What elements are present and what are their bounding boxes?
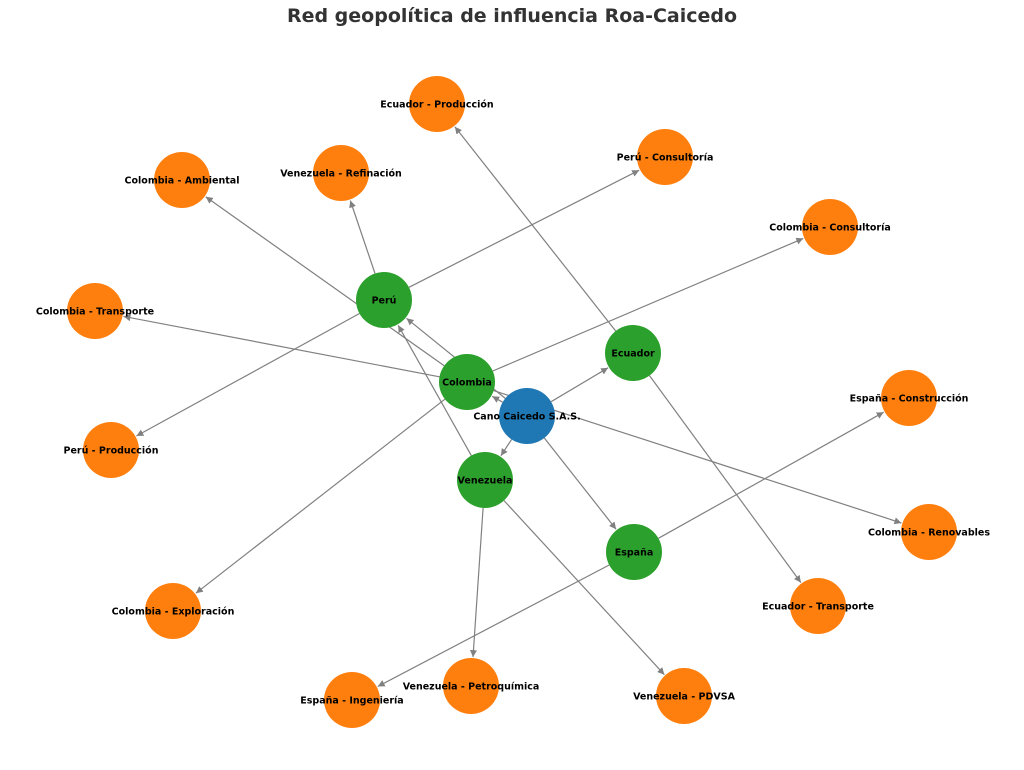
node-circle-ve_pdvsa xyxy=(656,668,712,724)
node-label-ec_prod: Ecuador - Producción xyxy=(380,100,494,111)
nodes-layer: Cano Caicedo S.A.S.PerúColombiaEcuadorVe… xyxy=(36,76,990,728)
node-ec_trans: Ecuador - Transporte xyxy=(762,578,874,634)
node-pe_prod: Perú - Producción xyxy=(64,422,159,478)
node-circle-ve_petro xyxy=(443,658,499,714)
node-label-ec_trans: Ecuador - Transporte xyxy=(762,602,874,613)
node-circle-peru xyxy=(356,272,412,328)
edge-cano-to-espana xyxy=(543,437,617,530)
edge-venezuela-to-ve_petro xyxy=(469,507,484,658)
node-label-es_const: España - Construcción xyxy=(850,394,969,405)
node-co_expl: Colombia - Exploración xyxy=(112,583,235,639)
node-circle-ve_ref xyxy=(313,145,369,201)
edge-peru-to-pe_cons xyxy=(408,169,640,288)
node-co_cons: Colombia - Consultoría xyxy=(769,199,891,255)
node-circle-co_cons xyxy=(802,199,858,255)
node-circle-es_const xyxy=(881,370,937,426)
node-label-ecuador: Ecuador xyxy=(611,349,655,360)
node-circle-colombia xyxy=(439,354,495,410)
node-peru: Perú xyxy=(356,272,412,328)
edge-ecuador-to-ec_prod xyxy=(454,126,617,332)
node-label-espana: España xyxy=(615,548,654,559)
node-circle-co_trans xyxy=(67,283,123,339)
node-label-peru: Perú xyxy=(372,296,397,307)
node-circle-es_ing xyxy=(324,672,380,728)
node-circle-ecuador xyxy=(605,325,661,381)
node-ecuador: Ecuador xyxy=(605,325,661,381)
node-circle-espana xyxy=(606,524,662,580)
node-colombia: Colombia xyxy=(439,354,495,410)
node-label-pe_prod: Perú - Producción xyxy=(64,446,159,457)
node-label-cano: Cano Caicedo S.A.S. xyxy=(473,412,580,423)
edge-peru-to-ve_ref xyxy=(349,200,376,274)
edges-layer xyxy=(123,126,902,688)
node-co_trans: Colombia - Transporte xyxy=(36,283,154,339)
node-circle-ec_prod xyxy=(409,76,465,132)
node-circle-co_ren xyxy=(901,504,957,560)
node-circle-cano xyxy=(499,388,555,444)
node-ve_petro: Venezuela - Petroquímica xyxy=(403,658,540,714)
node-pe_cons: Perú - Consultoría xyxy=(617,129,714,185)
node-ec_prod: Ecuador - Producción xyxy=(380,76,494,132)
node-label-venezuela: Venezuela xyxy=(458,476,513,487)
edge-venezuela-to-peru xyxy=(397,325,472,456)
node-circle-co_amb xyxy=(154,152,210,208)
diagram-title: Red geopolítica de influencia Roa-Caiced… xyxy=(287,5,737,27)
edge-ecuador-to-ec_trans xyxy=(649,375,802,583)
node-espana: España xyxy=(606,524,662,580)
edge-cano-to-ecuador xyxy=(550,367,609,403)
edge-peru-to-pe_prod xyxy=(136,312,360,437)
edge-colombia-to-co_cons xyxy=(492,237,804,372)
edge-cano-to-colombia xyxy=(491,395,503,403)
node-es_const: España - Construcción xyxy=(850,370,969,426)
node-label-es_ing: España - Ingeniería xyxy=(300,696,403,707)
node-cano: Cano Caicedo S.A.S. xyxy=(473,388,581,444)
edge-colombia-to-co_ren xyxy=(493,390,902,525)
edge-colombia-to-co_amb xyxy=(205,196,445,367)
edge-colombia-to-co_trans xyxy=(123,314,440,378)
node-label-colombia: Colombia xyxy=(442,378,492,389)
edge-venezuela-to-ve_pdvsa xyxy=(503,500,665,676)
node-label-ve_ref: Venezuela - Refinación xyxy=(280,169,402,180)
edge-espana-to-es_ing xyxy=(377,564,610,688)
node-label-co_expl: Colombia - Exploración xyxy=(112,607,235,618)
node-label-co_amb: Colombia - Ambiental xyxy=(125,176,240,187)
node-circle-ec_trans xyxy=(790,578,846,634)
node-circle-venezuela xyxy=(457,452,513,508)
node-circle-co_expl xyxy=(145,583,201,639)
node-co_amb: Colombia - Ambiental xyxy=(125,152,240,208)
node-label-pe_cons: Perú - Consultoría xyxy=(617,153,714,164)
edge-colombia-to-co_expl xyxy=(195,398,446,594)
node-label-co_cons: Colombia - Consultoría xyxy=(769,223,891,234)
node-circle-pe_prod xyxy=(83,422,139,478)
node-circle-pe_cons xyxy=(637,129,693,185)
node-label-ve_pdvsa: Venezuela - PDVSA xyxy=(633,692,735,703)
node-co_ren: Colombia - Renovables xyxy=(868,504,990,560)
node-es_ing: España - Ingeniería xyxy=(300,672,404,728)
edge-espana-to-es_const xyxy=(658,411,884,539)
node-ve_pdvsa: Venezuela - PDVSA xyxy=(633,668,736,724)
edge-cano-to-venezuela xyxy=(500,439,513,457)
node-label-ve_petro: Venezuela - Petroquímica xyxy=(403,682,540,693)
node-venezuela: Venezuela xyxy=(457,452,513,508)
node-label-co_trans: Colombia - Transporte xyxy=(36,307,154,318)
node-ve_ref: Venezuela - Refinación xyxy=(280,145,402,201)
node-label-co_ren: Colombia - Renovables xyxy=(868,528,990,539)
